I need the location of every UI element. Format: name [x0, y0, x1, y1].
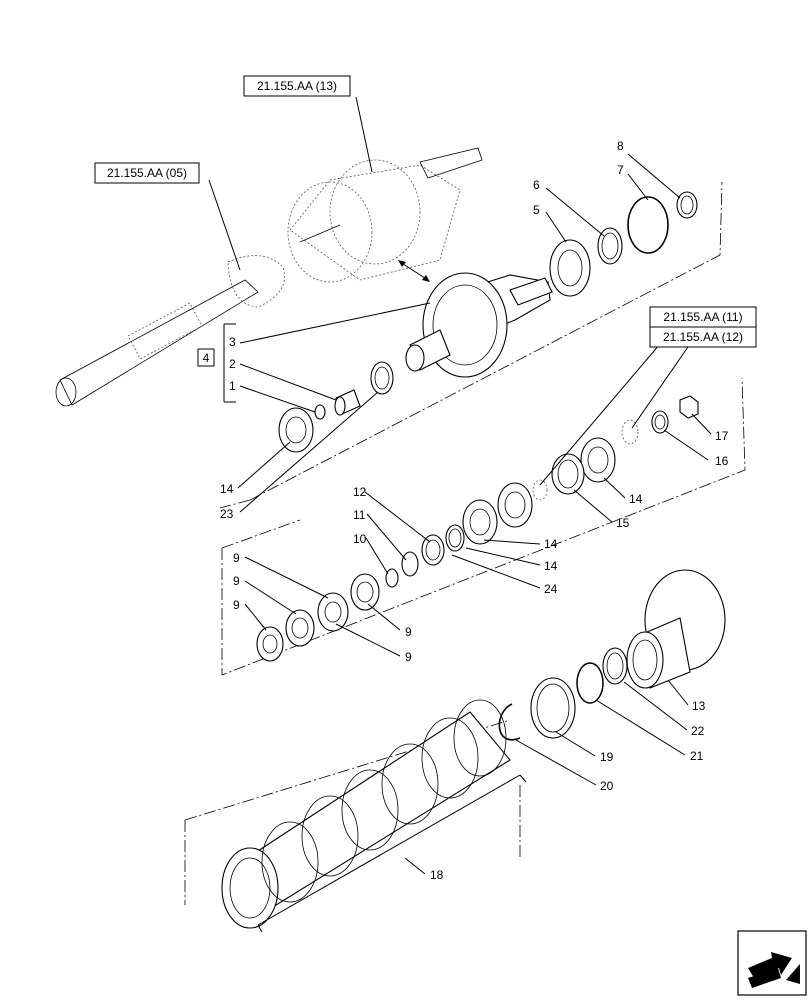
ghost-main-shaft [55, 255, 285, 407]
part-22-ring [602, 647, 628, 685]
part-9-washer-a [350, 573, 380, 611]
callout-12: 12 [353, 485, 367, 499]
assembly-envelope-middle [221, 377, 746, 676]
callout-9-c: 9 [233, 598, 240, 612]
callout-6: 6 [533, 178, 540, 192]
part-2-sleeve [334, 389, 361, 416]
callout-13: 13 [692, 699, 706, 713]
part-5-bearing [549, 239, 591, 297]
part-12-ref-ring [621, 419, 639, 445]
part-14-bearing-upper [278, 407, 314, 453]
callout-14-mid-b: 14 [544, 559, 558, 573]
callout-16: 16 [715, 454, 729, 468]
bracket-18 [257, 774, 527, 933]
part-7-snap-ring [627, 196, 669, 254]
part-19-toothed-ring [530, 677, 576, 739]
part-16-washer [651, 410, 669, 434]
callout-9-a: 9 [233, 551, 240, 565]
part-14-bearing-mid-a [497, 482, 533, 528]
callout-19: 19 [600, 750, 614, 764]
part-1-ring [314, 404, 326, 420]
callout-18: 18 [430, 868, 444, 882]
part-9-washer-c [285, 609, 315, 647]
ref-label-05: 21.155.AA (05) [107, 166, 187, 180]
callout-15: 15 [616, 516, 630, 530]
part-13-hub-gear [626, 569, 726, 689]
callout-7: 7 [617, 163, 624, 177]
part-18-clutch-pack [221, 699, 511, 929]
next-page-arrow-icon[interactable] [737, 930, 807, 996]
part-14-bearing-mid-b [462, 499, 498, 545]
callout-22: 22 [691, 724, 705, 738]
ref-label-13: 21.155.AA (13) [257, 79, 337, 93]
part-17-nut [679, 395, 699, 419]
callout-20: 20 [600, 779, 614, 793]
assembly-envelope-upper [219, 181, 723, 509]
callout-9-d: 9 [405, 625, 412, 639]
part-21-snap-ring [576, 662, 604, 704]
callout-2: 2 [229, 357, 236, 371]
callout-14-mid-a: 14 [544, 537, 558, 551]
ref-label-11: 21.155.AA (11) [663, 310, 742, 324]
part-6-ring [597, 227, 623, 265]
callouts: 8 7 6 5 3 2 1 14 23 17 16 14 15 12 11 10… [220, 139, 729, 882]
callout-9-e: 9 [405, 650, 412, 664]
callout-9-b: 9 [233, 574, 240, 588]
callout-11: 11 [353, 508, 366, 522]
group-box-4: 4 [197, 348, 215, 367]
ghost-clutch-drum [287, 147, 483, 283]
callout-10: 10 [353, 532, 367, 546]
ghost-link-arrow [398, 260, 430, 282]
callout-14-right: 14 [629, 492, 643, 506]
part-12-shim [421, 534, 445, 566]
callout-14-upper: 14 [220, 482, 234, 496]
callout-23: 23 [220, 507, 234, 521]
ref-box-13[interactable]: 21.155.AA (13) [243, 75, 351, 97]
part-24-ring [445, 524, 465, 552]
part-9-washer-b [317, 592, 349, 632]
callout-24: 24 [544, 582, 558, 596]
leader-lines [208, 96, 712, 875]
part-3-gear-shaft [405, 272, 553, 378]
callout-5: 5 [533, 203, 540, 217]
part-8-ring [676, 191, 698, 219]
part-15-sleeve [551, 453, 585, 495]
ref-label-12: 21.155.AA (12) [663, 330, 743, 344]
part-20-circlip [498, 703, 521, 741]
part-10-ring [385, 568, 399, 588]
part-11-ring [401, 551, 419, 577]
callout-1: 1 [229, 379, 236, 393]
part-23-ring [370, 361, 394, 395]
ref-box-11[interactable]: 21.155.AA (11) [649, 306, 757, 328]
ref-box-05[interactable]: 21.155.AA (05) [94, 162, 200, 184]
callout-21: 21 [690, 749, 704, 763]
group-label-4: 4 [203, 351, 210, 365]
callout-8: 8 [617, 139, 624, 153]
callout-3: 3 [229, 335, 236, 349]
part-11-ref-ring [532, 479, 548, 501]
part-14-bearing-right [580, 437, 616, 483]
callout-17: 17 [715, 429, 729, 443]
part-9-washer-d [256, 626, 284, 662]
ref-box-12[interactable]: 21.155.AA (12) [649, 326, 757, 348]
